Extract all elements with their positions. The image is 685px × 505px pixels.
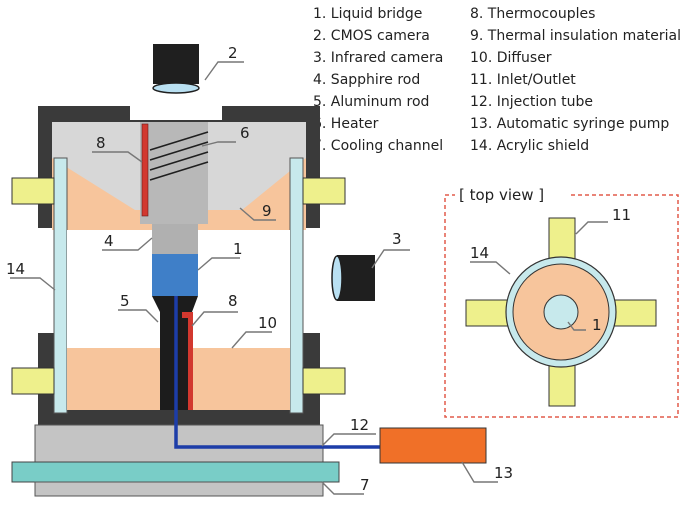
top-view-box <box>444 194 679 418</box>
top-view-callout-11: 11 <box>612 206 631 224</box>
callout-3: 3 <box>392 230 402 248</box>
legend-item-4: 4. Sapphire rod <box>313 72 420 88</box>
callout-12: 12 <box>350 416 369 434</box>
legend-item-13: 13. Automatic syringe pump <box>470 116 669 132</box>
thermocouple-upper <box>141 123 149 217</box>
cooling-channel <box>11 461 340 483</box>
callout-9: 9 <box>262 202 272 220</box>
callout-1: 1 <box>233 240 243 258</box>
inlet-left-lower <box>11 367 55 395</box>
legend-item-9: 9. Thermal insulation material <box>470 28 681 44</box>
apparatus <box>11 106 487 497</box>
acrylic-shield-left <box>53 157 68 414</box>
legend-item-11: 11. Inlet/Outlet <box>470 72 576 88</box>
callout-10: 10 <box>258 314 277 332</box>
top-view-inlet-right <box>611 299 657 327</box>
legend-item-8: 8. Thermocouples <box>470 6 595 22</box>
callout-4: 4 <box>104 232 114 250</box>
top-view-callout-14: 14 <box>470 244 489 262</box>
callout-6: 6 <box>240 124 250 142</box>
cmos-camera <box>152 44 200 94</box>
callouts: 2 3 6 8 9 4 1 14 5 8 10 12 13 7 <box>6 44 513 494</box>
legend-item-1: 1. Liquid bridge <box>313 6 422 22</box>
legend-item-5: 5. Aluminum rod <box>313 94 429 110</box>
legend-item-10: 10. Diffuser <box>470 50 552 66</box>
legend-item-2: 2. CMOS camera <box>313 28 430 44</box>
top-view-inlet-bottom <box>548 363 576 407</box>
legend-item-14: 14. Acrylic shield <box>470 138 589 154</box>
infrared-camera <box>331 255 375 301</box>
base-plate <box>34 424 324 466</box>
syringe-pump <box>379 427 487 464</box>
legend-item-12: 12. Injection tube <box>470 94 593 110</box>
callout-7: 7 <box>360 476 370 494</box>
top-view-inlet-left <box>465 299 511 327</box>
callout-14: 14 <box>6 260 25 278</box>
insulation-material <box>52 158 306 230</box>
top-view-title: [ top view ] <box>459 186 544 204</box>
top-view-inlet-top <box>548 217 576 261</box>
legend-item-7: 7. Cooling channel <box>313 138 443 154</box>
callout-8-upper: 8 <box>96 134 106 152</box>
inlet-right-upper <box>302 177 346 205</box>
injection-tube <box>174 296 380 449</box>
sapphire-rod <box>152 224 198 254</box>
callout-8-lower: 8 <box>228 292 238 310</box>
inlet-left-upper <box>11 177 55 205</box>
callout-5: 5 <box>120 292 130 310</box>
acrylic-shield-right <box>289 157 304 414</box>
top-view: [ top view ] 1 11 14 <box>444 184 679 418</box>
top-view-liquid-bridge <box>543 294 579 330</box>
top-view-callout-1: 1 <box>592 316 602 334</box>
leader-lines <box>10 61 498 495</box>
callout-2: 2 <box>228 44 238 62</box>
legend: 1. Liquid bridge 2. CMOS camera 3. Infra… <box>313 6 681 154</box>
legend-item-6: 6. Heater <box>313 116 379 132</box>
legend-item-3: 3. Infrared camera <box>313 50 443 66</box>
liquid-bridge <box>152 254 198 296</box>
inlet-right-lower <box>302 367 346 395</box>
callout-13: 13 <box>494 464 513 482</box>
thermocouple-lower <box>188 312 193 410</box>
